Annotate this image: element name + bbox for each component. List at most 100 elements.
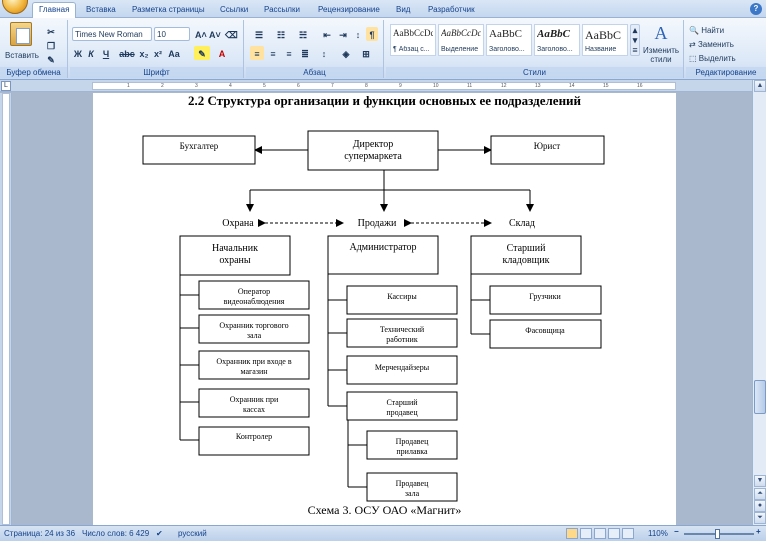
format-painter-icon[interactable]: ✎: [47, 55, 55, 65]
numbering-icon[interactable]: ☷: [276, 30, 286, 40]
change-styles-icon[interactable]: A: [654, 23, 668, 43]
document-area[interactable]: 2.2 Структура организации и функции осно…: [13, 93, 752, 525]
change-case-button[interactable]: Aa: [168, 49, 180, 59]
full-screen-view-icon[interactable]: [580, 528, 592, 539]
underline-button[interactable]: Ч: [102, 49, 110, 59]
scroll-up-icon[interactable]: ▲: [754, 80, 766, 92]
vertical-ruler-track[interactable]: [2, 93, 10, 525]
styles-scroll-icon[interactable]: ▴▾≡: [630, 24, 640, 56]
sort-icon[interactable]: ↕: [355, 30, 361, 40]
paste-icon[interactable]: [10, 22, 32, 46]
clipboard-group: Вставить ✂ ❐ ✎ Буфер обмена: [0, 20, 68, 78]
multilevel-list-icon[interactable]: ☵: [298, 30, 308, 40]
help-icon[interactable]: ?: [750, 3, 762, 15]
style-title[interactable]: AaBbC Название: [582, 24, 628, 56]
tab-review[interactable]: Рецензирование: [318, 5, 380, 14]
style-heading-2[interactable]: AaBbC Заголово...: [534, 24, 580, 56]
warehouse-staff-1-line1: Грузчики: [529, 292, 561, 301]
subscript-button[interactable]: x₂: [139, 49, 149, 59]
vertical-scrollbar[interactable]: ▲ ▼ ⏶ ● ⏷: [752, 80, 766, 525]
print-layout-view-icon[interactable]: [566, 528, 578, 539]
change-styles-button[interactable]: Изменить стили: [642, 46, 680, 64]
superscript-button[interactable]: x²: [153, 49, 162, 59]
clear-format-icon[interactable]: ⌫: [225, 30, 238, 40]
scroll-down-icon[interactable]: ▼: [754, 475, 766, 487]
zoom-level[interactable]: 110%: [648, 529, 668, 538]
ruler-tick: 12: [501, 83, 507, 89]
security-head-label-line2: охраны: [219, 255, 251, 266]
draft-view-icon[interactable]: [622, 528, 634, 539]
shrink-font-icon[interactable]: A˅: [209, 30, 221, 40]
select-button[interactable]: ⬚ Выделить: [688, 51, 758, 65]
style-normal[interactable]: AaBbCcDc ¶ Абзац с...: [390, 24, 436, 56]
office-button[interactable]: [2, 0, 28, 14]
proofing-icon[interactable]: ✔: [156, 529, 163, 538]
document-page[interactable]: 2.2 Структура организации и функции осно…: [93, 93, 676, 525]
ruler-tick: 1: [127, 83, 130, 89]
vertical-ruler[interactable]: [0, 93, 12, 525]
tab-selector-icon[interactable]: L: [1, 81, 11, 91]
page-counter[interactable]: Страница: 24 из 36: [4, 529, 76, 538]
tab-insert[interactable]: Вставка: [86, 5, 116, 14]
outline-view-icon[interactable]: [608, 528, 620, 539]
replace-button[interactable]: ⇄ Заменить: [688, 37, 758, 51]
grow-font-icon[interactable]: A˄: [195, 30, 207, 40]
tab-view[interactable]: Вид: [396, 5, 411, 14]
previous-page-icon[interactable]: ⏶: [754, 488, 766, 500]
zoom-out-icon[interactable]: −: [674, 527, 679, 536]
tab-developer[interactable]: Разработчик: [428, 5, 475, 14]
cut-icon[interactable]: ✂: [47, 27, 55, 37]
bullets-icon[interactable]: ☰: [254, 30, 264, 40]
style-name: ¶ Абзац с...: [393, 46, 430, 53]
paragraph-group-label: Абзац: [246, 67, 383, 78]
bold-button[interactable]: Ж: [73, 49, 83, 59]
style-emphasis[interactable]: AaBbCcDc Выделение: [438, 24, 484, 56]
font-size-select[interactable]: 10: [154, 27, 190, 41]
align-center-icon[interactable]: ≡: [270, 49, 276, 59]
justify-icon[interactable]: ≣: [301, 49, 309, 59]
next-page-icon[interactable]: ⏷: [754, 512, 766, 524]
replace-icon: ⇄: [689, 40, 696, 49]
tab-references[interactable]: Ссылки: [220, 5, 249, 14]
font-color-icon[interactable]: A: [218, 49, 226, 59]
borders-icon[interactable]: ⊞: [362, 49, 370, 59]
ruler-tick: 15: [603, 83, 609, 89]
language-indicator[interactable]: русский: [178, 529, 207, 538]
align-left-icon[interactable]: ≡: [250, 46, 264, 60]
ruler-tick: 14: [569, 83, 575, 89]
strikethrough-button[interactable]: abc: [119, 49, 135, 59]
style-heading-1[interactable]: AaBbC Заголово...: [486, 24, 532, 56]
scroll-thumb[interactable]: [754, 380, 766, 414]
word-count[interactable]: Число слов: 6 429: [82, 529, 150, 538]
increase-indent-icon[interactable]: ⇥: [339, 30, 347, 40]
storekeeper-label-line1: Старший: [507, 243, 547, 254]
align-right-icon[interactable]: ≡: [286, 49, 292, 59]
zoom-in-icon[interactable]: +: [756, 527, 761, 536]
select-label: Выделить: [698, 54, 736, 63]
font-group: Times New Roman 10 A˄ A˅ ⌫ Ж К Ч abc x₂ …: [70, 20, 244, 78]
section-heading: 2.2 Структура организации и функции осно…: [187, 93, 582, 108]
show-marks-icon[interactable]: ¶: [366, 27, 378, 41]
tab-mailings[interactable]: Рассылки: [264, 5, 300, 14]
admin-label: Администратор: [349, 242, 416, 253]
browse-object-icon[interactable]: ●: [754, 500, 766, 512]
tab-page-layout[interactable]: Разметка страницы: [132, 5, 205, 14]
accountant-label: Бухгалтер: [180, 141, 219, 151]
tab-home[interactable]: Главная: [32, 2, 77, 19]
decrease-indent-icon[interactable]: ⇤: [323, 30, 331, 40]
ruler-tick: 4: [229, 83, 232, 89]
italic-button[interactable]: К: [88, 49, 94, 59]
styles-group-label: Стили: [386, 67, 683, 78]
zoom-slider-thumb[interactable]: [715, 529, 720, 539]
shading-icon[interactable]: ◈: [342, 49, 350, 59]
font-family-select[interactable]: Times New Roman: [72, 27, 152, 41]
warehouse-staff-2-line1: Фасовщица: [525, 326, 565, 335]
highlight-icon[interactable]: ✎: [194, 46, 210, 60]
web-layout-view-icon[interactable]: [594, 528, 606, 539]
paste-button[interactable]: Вставить: [5, 51, 39, 60]
line-spacing-icon[interactable]: ↕: [321, 49, 327, 59]
copy-icon[interactable]: ❐: [46, 41, 56, 51]
find-button[interactable]: 🔍 Найти: [688, 23, 758, 37]
